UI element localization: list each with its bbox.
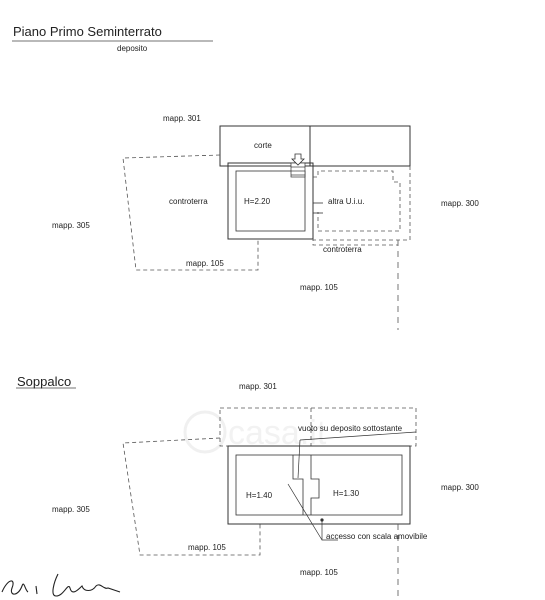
label-west-parcel-mezzanine: mapp. 305: [52, 505, 90, 514]
label-south-parcel-inner-mezzanine: mapp. 105: [188, 543, 226, 552]
label-north-parcel-ground: mapp. 301: [163, 114, 201, 123]
label-south-parcel-outer-ground: mapp. 105: [300, 283, 338, 292]
label-east-parcel-mezzanine: mapp. 300: [441, 483, 479, 492]
page-title-ground: Piano Primo Seminterrato: [13, 24, 162, 39]
label-south-parcel-outer-mezzanine: mapp. 105: [300, 568, 338, 577]
label-counterearth-bottom: controterra: [323, 245, 362, 254]
label-north-parcel-mezzanine: mapp. 301: [239, 382, 277, 391]
label-height-right: H=1.30: [333, 489, 360, 498]
entrance-arrow-icon: [291, 153, 305, 166]
page-subtitle-ground: deposito: [117, 44, 148, 53]
deposit-room-inner: [235, 170, 306, 232]
mezzanine-partition: [292, 455, 304, 515]
access-note-leader: [287, 483, 338, 541]
label-height-ground: H=2.20: [244, 197, 271, 206]
label-counterearth-left: controterra: [169, 197, 208, 206]
east-parcel-boundary: [312, 166, 411, 246]
deposit-room-outer: [227, 162, 314, 240]
page-title-mezzanine: Soppalco: [17, 374, 72, 389]
label-other-unit: altra U.i.u.: [328, 197, 365, 206]
signature-mark: [1, 573, 121, 597]
label-court: corte: [254, 141, 272, 150]
void-note-leader: [299, 431, 417, 441]
label-east-parcel-ground: mapp. 300: [441, 199, 479, 208]
mezzanine-inner-wall: [235, 454, 403, 516]
label-access-note: accesso con scala amovibile: [326, 532, 428, 541]
label-west-parcel-ground: mapp. 305: [52, 221, 90, 230]
label-void-note: vuoto su deposito sottostante: [298, 424, 403, 433]
court-outline: [219, 125, 411, 167]
mezzanine-outer-wall: [227, 445, 411, 525]
west-parcel-boundary: [122, 154, 259, 271]
other-unit-boundary: [313, 170, 401, 232]
west-parcel-boundary-mezzanine: [122, 437, 261, 556]
label-height-left: H=1.40: [246, 491, 273, 500]
label-south-parcel-inner-ground: mapp. 105: [186, 259, 224, 268]
